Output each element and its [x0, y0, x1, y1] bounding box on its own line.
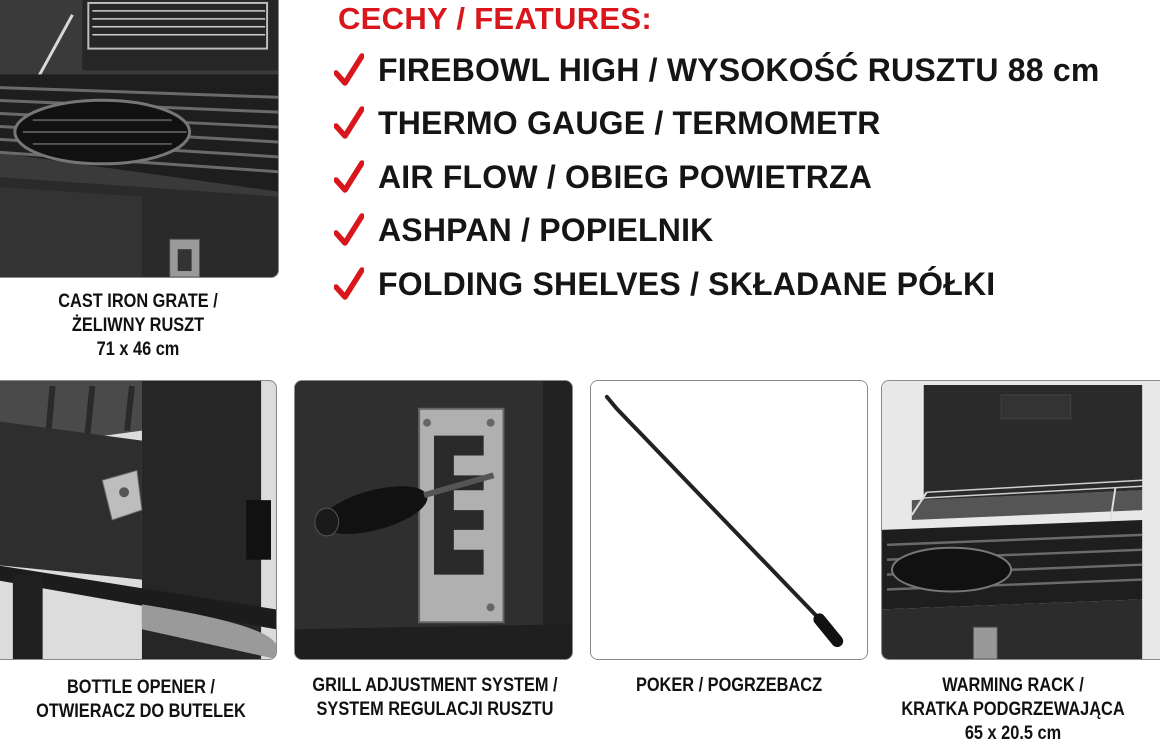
bottle-opener-image [0, 381, 276, 659]
caption-line: SYSTEM REGULACJI RUSZTU [316, 699, 554, 720]
caption-line: ŻELIWNY RUSZT [71, 315, 205, 336]
caption-line: CAST IRON GRATE / [58, 291, 218, 312]
check-icon [334, 267, 364, 300]
poker-image [591, 381, 867, 659]
feature-label: FIREBOWL HIGH / WYSOKOŚĆ RUSZTU 88 cm [378, 51, 1100, 88]
check-icon [334, 106, 364, 139]
poker-photo [590, 380, 868, 660]
caption-line: OTWIERACZ DO BUTELEK [36, 701, 246, 722]
caption-line: BOTTLE OPENER / [66, 677, 215, 698]
check-icon [334, 160, 364, 193]
feature-label: AIR FLOW / OBIEG POWIETRZA [378, 158, 873, 195]
cast-iron-grate-photo [0, 0, 279, 278]
warming-rack-caption: WARMING RACK / KRATKA PODGRZEWAJĄCA 65 x… [895, 674, 1131, 746]
caption-line: KRATKA PODGRZEWAJĄCA [901, 699, 1125, 720]
caption-line: WARMING RACK / [942, 675, 1084, 696]
feature-item: THERMO GAUGE / TERMOMETR [334, 103, 881, 143]
check-icon [334, 213, 364, 246]
feature-label: FOLDING SHELVES / SKŁADANE PÓŁKI [378, 265, 996, 302]
caption-line: 71 x 46 cm [96, 339, 180, 360]
grill-adjustment-caption: GRILL ADJUSTMENT SYSTEM / SYSTEM REGULAC… [310, 674, 559, 722]
feature-item: FOLDING SHELVES / SKŁADANE PÓŁKI [334, 264, 995, 304]
feature-item: AIR FLOW / OBIEG POWIETRZA [334, 157, 872, 197]
poker-caption: POKER / POGRZEBACZ [618, 674, 840, 698]
cast-iron-grate-image [0, 0, 278, 277]
caption-line: 65 x 20.5 cm [964, 723, 1062, 744]
check-icon [334, 53, 364, 86]
feature-label: ASHPAN / POPIELNIK [378, 211, 714, 248]
caption-line: GRILL ADJUSTMENT SYSTEM / [312, 675, 558, 696]
warming-rack-photo [881, 380, 1160, 660]
feature-item: ASHPAN / POPIELNIK [334, 210, 714, 250]
grill-adjustment-photo [294, 380, 573, 660]
bottle-opener-caption: BOTTLE OPENER / OTWIERACZ DO BUTELEK [27, 676, 256, 724]
features-title: CECHY / FEATURES: [338, 1, 652, 36]
grill-adjustment-image [295, 381, 572, 659]
caption-line: POKER / POGRZEBACZ [635, 675, 823, 696]
feature-item: FIREBOWL HIGH / WYSOKOŚĆ RUSZTU 88 cm [334, 50, 1100, 90]
cast-iron-grate-caption: CAST IRON GRATE / ŻELIWNY RUSZT 71 x 46 … [35, 290, 241, 362]
warming-rack-image [882, 381, 1160, 659]
feature-label: THERMO GAUGE / TERMOMETR [378, 104, 881, 141]
bottle-opener-photo [0, 380, 277, 660]
